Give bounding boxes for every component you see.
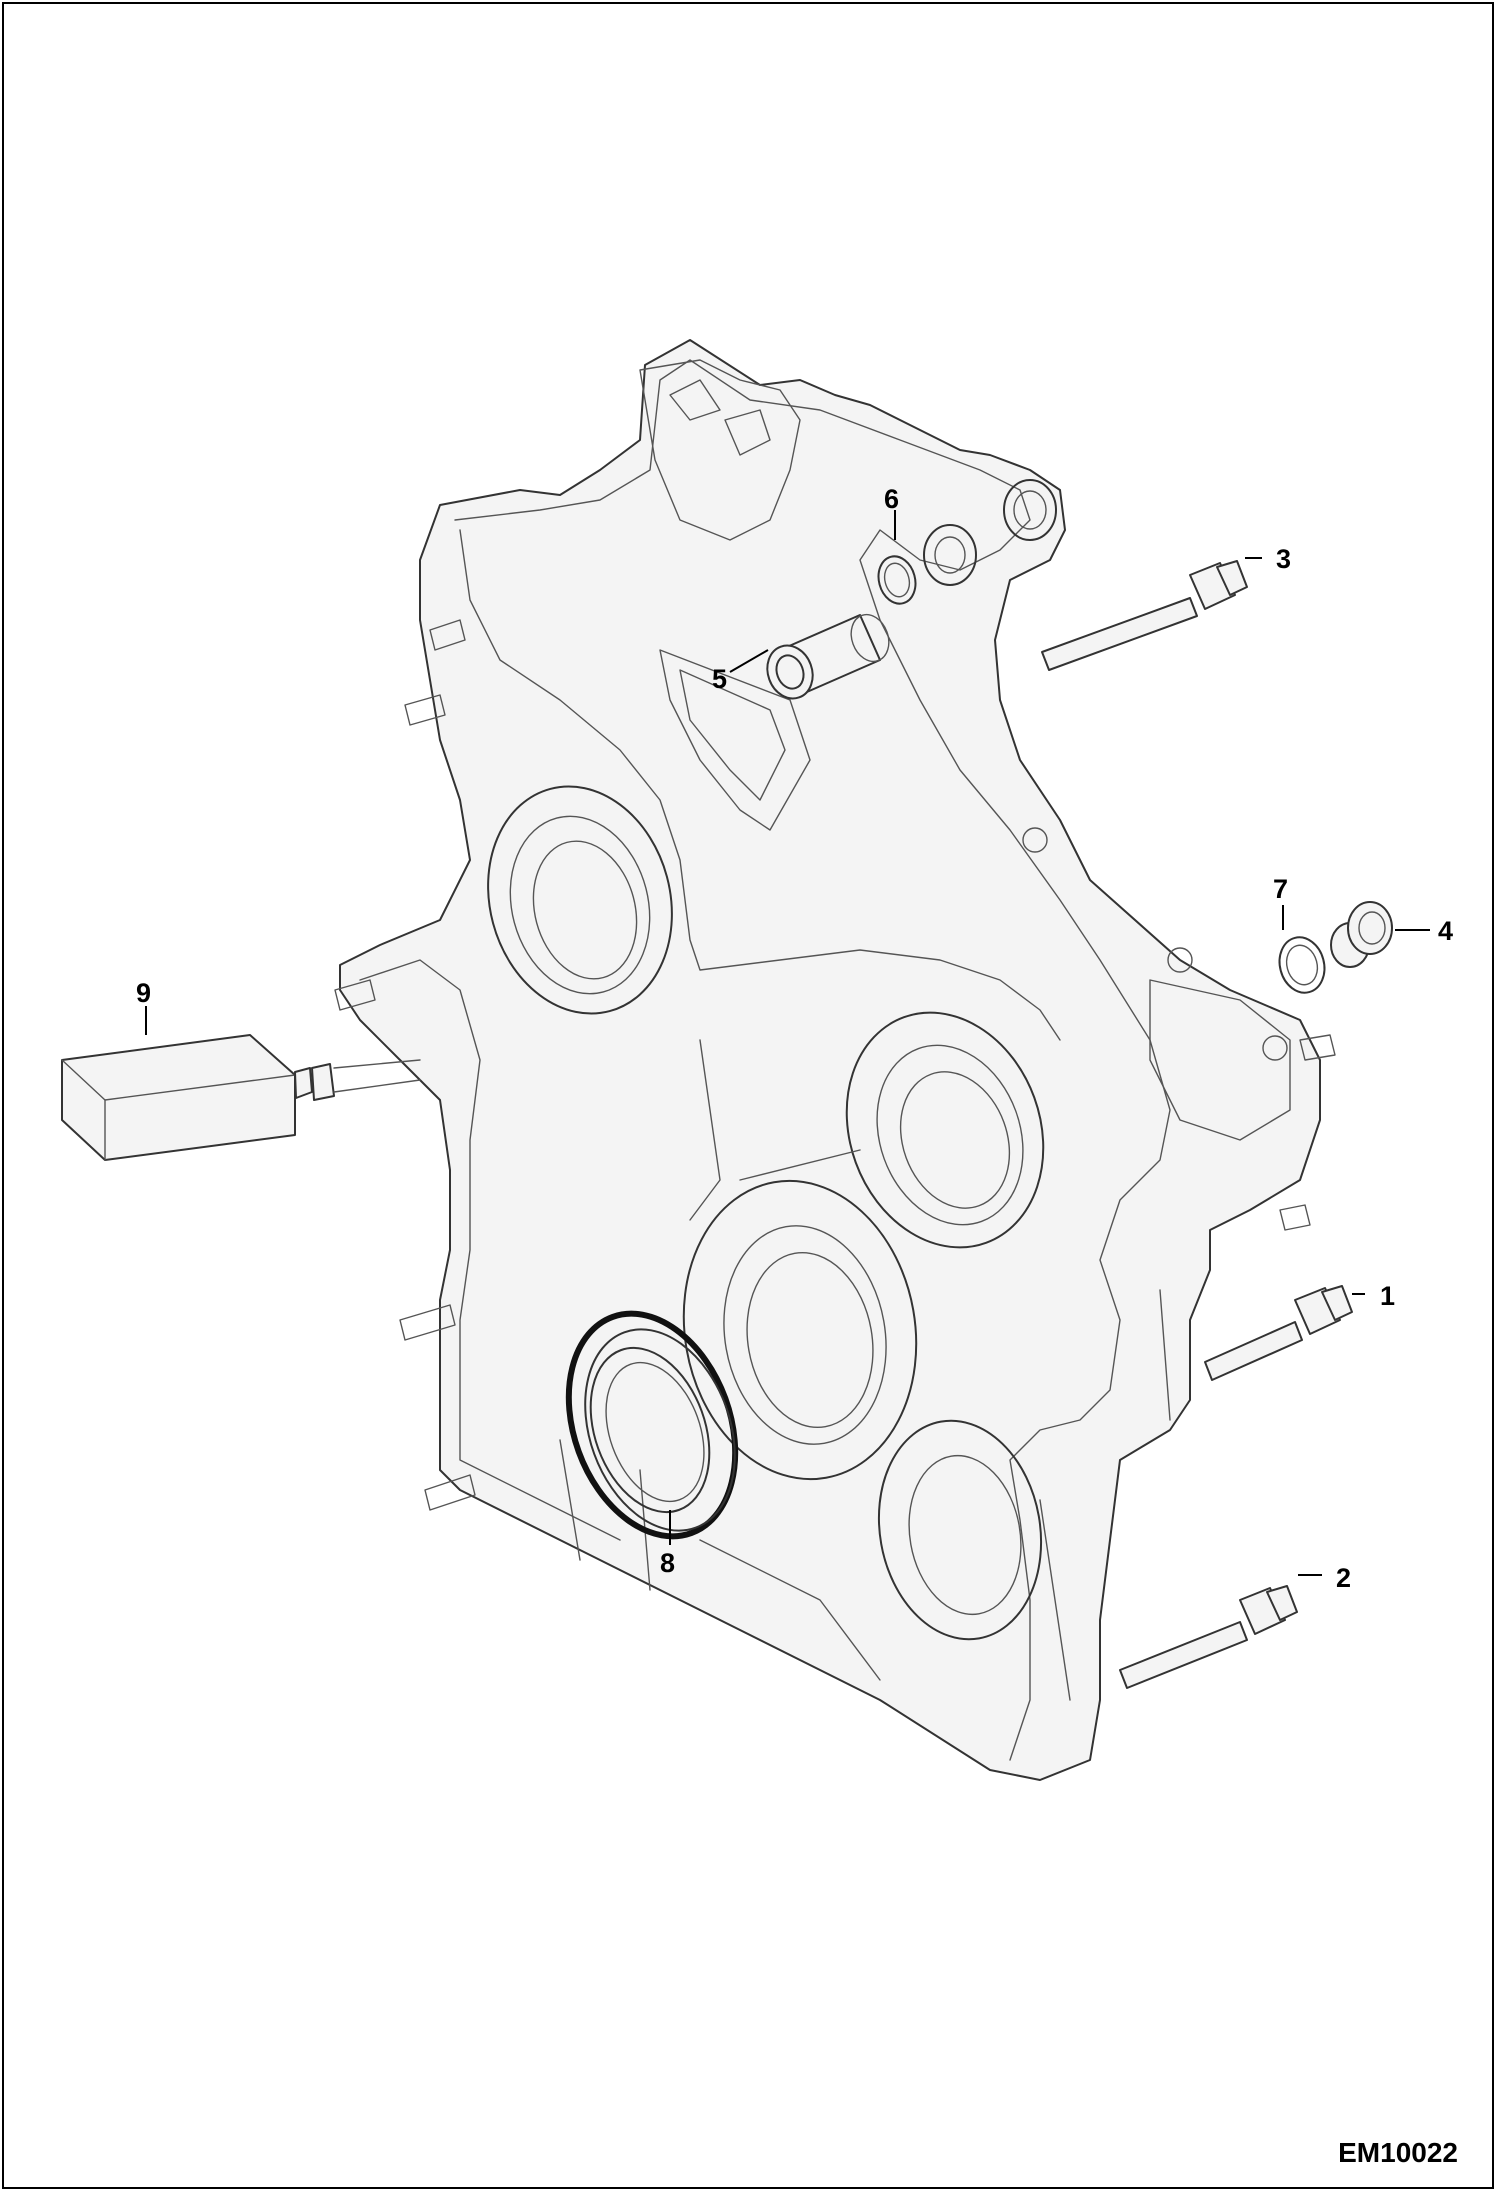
callout-5: 5 [712,664,727,694]
callout-3: 3 [1276,544,1291,574]
oil-seal-item-8 [565,1310,739,1540]
bolt-item-3 [1041,560,1248,671]
front-cover-housing [334,339,1336,1781]
bolt-item-2 [1119,1585,1298,1689]
callout-8: 8 [660,1548,675,1578]
o-ring-item-6 [877,555,917,605]
callout-9: 9 [136,978,151,1008]
callout-2: 2 [1336,1563,1351,1593]
callout-6: 6 [884,484,899,514]
plug-item-4 [1330,901,1393,968]
callout-1: 1 [1380,1281,1395,1311]
callout-labels: 1 2 3 4 5 6 7 8 9 [136,484,1453,1593]
callout-7: 7 [1273,874,1288,904]
figure-id: EM10022 [1338,2137,1458,2168]
washer-item-7 [1278,936,1326,994]
callout-4: 4 [1438,916,1453,946]
sealant-tube-item-9 [61,1034,421,1161]
leader-lines [145,510,1430,1576]
sleeve-item-5 [766,613,890,700]
bolt-item-1 [1204,1285,1353,1381]
